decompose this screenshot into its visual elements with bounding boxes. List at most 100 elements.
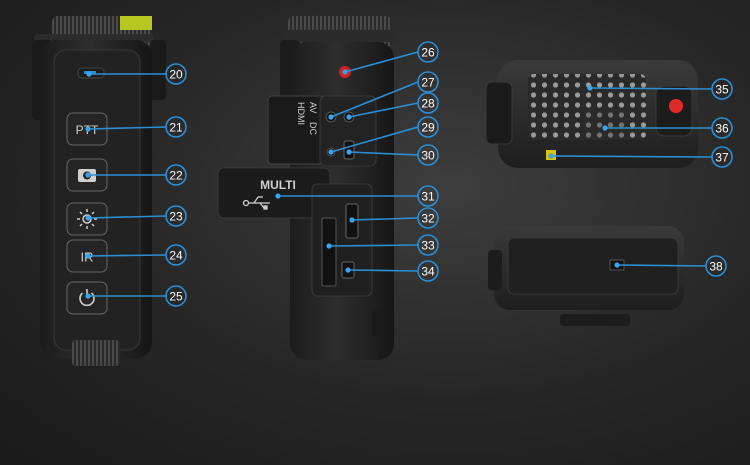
callout-number: 30 [421, 149, 435, 163]
device-left-view: PTT IR [32, 16, 166, 366]
callout-leader [616, 264, 707, 267]
callout-26: 26 [342, 41, 439, 75]
callout-ring [417, 185, 439, 207]
callout-leader [87, 215, 167, 219]
callout-ring [417, 207, 439, 229]
callout-ring [417, 41, 439, 63]
av-label: AV [308, 102, 318, 113]
callout-number: 35 [715, 83, 729, 97]
clip-bar-right [284, 30, 396, 42]
callout-leader [589, 87, 713, 90]
callout-24: 24 [85, 244, 187, 266]
callout-number: 32 [421, 212, 435, 226]
device-top-view [485, 60, 698, 168]
callout-ring [165, 244, 187, 266]
callout-ring [165, 116, 187, 138]
callout-number: 31 [421, 190, 435, 204]
slot-panel [311, 183, 373, 297]
device-right-view: AV DC HDMI MULTI [217, 16, 396, 360]
callout-leader [87, 126, 167, 130]
callout-ring [417, 260, 439, 282]
speaker-grille [580, 110, 630, 140]
callout-dot [85, 172, 91, 178]
sun-icon [77, 209, 97, 229]
callout-number: 26 [421, 46, 435, 60]
callout-ring [417, 92, 439, 114]
top-yellow-tab [120, 16, 152, 30]
callout-number: 22 [169, 169, 183, 183]
callout-dot [328, 114, 334, 120]
device-bottom-view [488, 226, 684, 326]
callout-30: 30 [346, 144, 439, 166]
callout-leader [347, 269, 419, 272]
bottom-grip [72, 340, 120, 366]
callout-32: 32 [349, 207, 439, 229]
callout-34: 34 [345, 260, 439, 282]
callout-dot [85, 253, 91, 259]
callout-dot [275, 193, 281, 199]
callout-ring [705, 255, 727, 277]
callout-28: 28 [346, 92, 439, 120]
callout-27: 27 [328, 71, 439, 120]
callout-31: 31 [275, 185, 439, 207]
callout-21: 21 [85, 116, 187, 138]
callout-dot [345, 267, 351, 273]
callout-leader [328, 244, 419, 247]
callout-number: 28 [421, 97, 435, 111]
callout-38: 38 [614, 255, 727, 277]
usb-cover[interactable]: MULTI [217, 167, 331, 219]
record-button[interactable] [669, 99, 683, 113]
callout-29: 29 [328, 116, 439, 155]
callout-leader [351, 217, 419, 221]
callout-25: 25 [85, 285, 187, 307]
callout-37: 37 [548, 146, 733, 168]
callout-number: 27 [421, 76, 435, 90]
callout-number: 29 [421, 121, 435, 135]
callout-dot [85, 126, 91, 132]
callout-ring [417, 234, 439, 256]
callouts: 20 21 22 23 24 25 26 27 28 29 30 31 32 33 34 35 36 37 38 [85, 41, 733, 307]
callout-dot [342, 69, 348, 75]
usb-icon [242, 196, 270, 210]
callout-ring [417, 144, 439, 166]
callout-35: 35 [587, 78, 733, 100]
callout-ring [711, 146, 733, 168]
callout-ring [417, 116, 439, 138]
callout-22: 22 [85, 164, 187, 186]
callout-dot [346, 114, 352, 120]
callout-leader [330, 81, 419, 118]
callout-dot [85, 215, 91, 221]
dc-label: DC [308, 122, 318, 135]
callout-number: 38 [709, 260, 723, 274]
sd-slot [321, 217, 337, 287]
callout-number: 20 [169, 68, 183, 82]
callout-dot [602, 125, 608, 131]
callout-leader [348, 151, 419, 156]
callout-number: 36 [715, 122, 729, 136]
callout-ring [417, 71, 439, 93]
callout-23: 23 [85, 205, 187, 227]
callout-number: 34 [421, 265, 435, 279]
callout-dot [346, 149, 352, 155]
callout-ring [711, 117, 733, 139]
callout-ring [711, 78, 733, 100]
callout-number: 21 [169, 121, 183, 135]
lanyard-lug [372, 310, 384, 336]
callout-dot [548, 153, 554, 159]
hdmi-label: HDMI [296, 102, 306, 125]
callout-number: 23 [169, 210, 183, 224]
callout-ring [165, 164, 187, 186]
callout-leader [550, 155, 713, 158]
callout-dot [614, 262, 620, 268]
ir-led-array [528, 74, 646, 140]
callout-ring [165, 285, 187, 307]
top-side-clip-left [485, 81, 513, 145]
callout-dot [326, 243, 332, 249]
callout-dot [587, 85, 593, 91]
port-cover[interactable]: AV DC HDMI [267, 95, 325, 165]
callout-dot [349, 217, 355, 223]
multi-label: MULTI [260, 178, 296, 192]
callout-number: 33 [421, 239, 435, 253]
callout-33: 33 [326, 234, 439, 256]
